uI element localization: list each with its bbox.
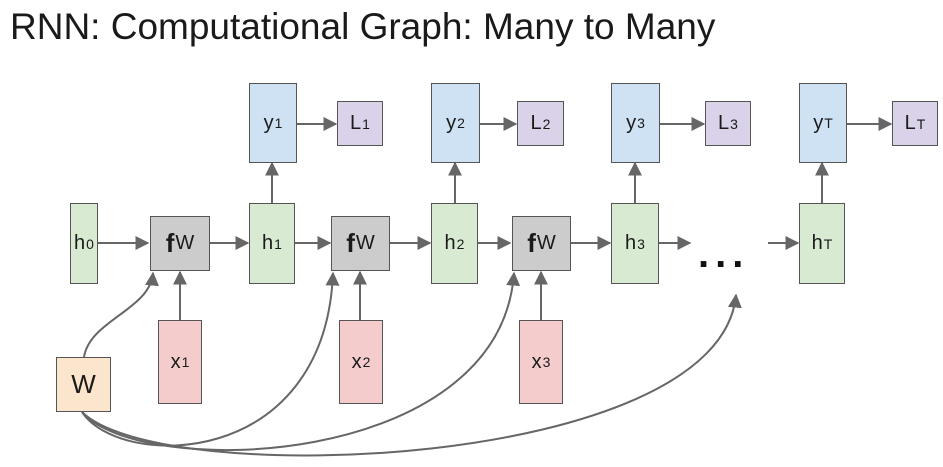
node-hT-sub: T xyxy=(823,235,833,252)
node-W-label: W xyxy=(71,369,96,399)
node-h2-sub: 2 xyxy=(456,235,465,252)
node-y1-label: y xyxy=(263,111,274,134)
node-x1-sub: 1 xyxy=(181,354,190,370)
node-L2-label: L xyxy=(530,112,542,134)
node-x2-sub: 2 xyxy=(362,354,371,370)
arrow-W-f3 xyxy=(81,271,521,452)
node-h3-sub: 3 xyxy=(637,235,645,252)
node-W: W xyxy=(56,357,111,412)
node-h3-label: h xyxy=(625,232,637,254)
node-L1-label: L xyxy=(350,112,362,134)
node-L2-sub: 2 xyxy=(542,115,551,132)
node-L1-sub: 1 xyxy=(362,115,370,132)
node-hT-label: h xyxy=(811,232,823,254)
ellipsis: ... xyxy=(698,232,750,276)
arrow-W-dots xyxy=(81,293,742,457)
node-LT-label: L xyxy=(904,112,916,134)
node-y2-label: y xyxy=(446,111,457,134)
node-fw-3-sub: W xyxy=(536,232,556,254)
node-L3-sub: 3 xyxy=(730,115,738,132)
node-h0-sub: 0 xyxy=(86,235,94,252)
node-fw-1-label: f xyxy=(165,228,175,258)
node-x3-label: x xyxy=(531,350,542,373)
node-h1-label: h xyxy=(262,232,274,254)
node-x2-label: x xyxy=(351,350,362,373)
node-L3-label: L xyxy=(718,112,730,134)
node-y1-sub: 1 xyxy=(274,115,283,131)
node-fw-2-sub: W xyxy=(355,232,375,254)
node-h0-label: h xyxy=(74,232,86,254)
node-yT-label: y xyxy=(813,111,824,134)
arrow-W-f2 xyxy=(81,271,340,447)
node-yT-sub: T xyxy=(824,115,833,131)
node-y3-sub: 3 xyxy=(637,115,645,131)
arrow-W-f1 xyxy=(83,271,159,358)
node-x3-sub: 3 xyxy=(542,354,551,370)
node-y2-sub: 2 xyxy=(457,115,465,131)
node-y3-label: y xyxy=(626,111,637,134)
node-x1-label: x xyxy=(170,350,181,373)
node-h2-label: h xyxy=(444,232,456,254)
page-title: RNN: Computational Graph: Many to Many xyxy=(10,6,716,47)
node-fw-1-sub: W xyxy=(175,232,195,254)
node-LT-sub: T xyxy=(916,115,926,132)
node-fw-2-label: f xyxy=(346,228,355,258)
node-fw-3-label: f xyxy=(527,228,536,258)
node-h1-sub: 1 xyxy=(274,235,282,252)
